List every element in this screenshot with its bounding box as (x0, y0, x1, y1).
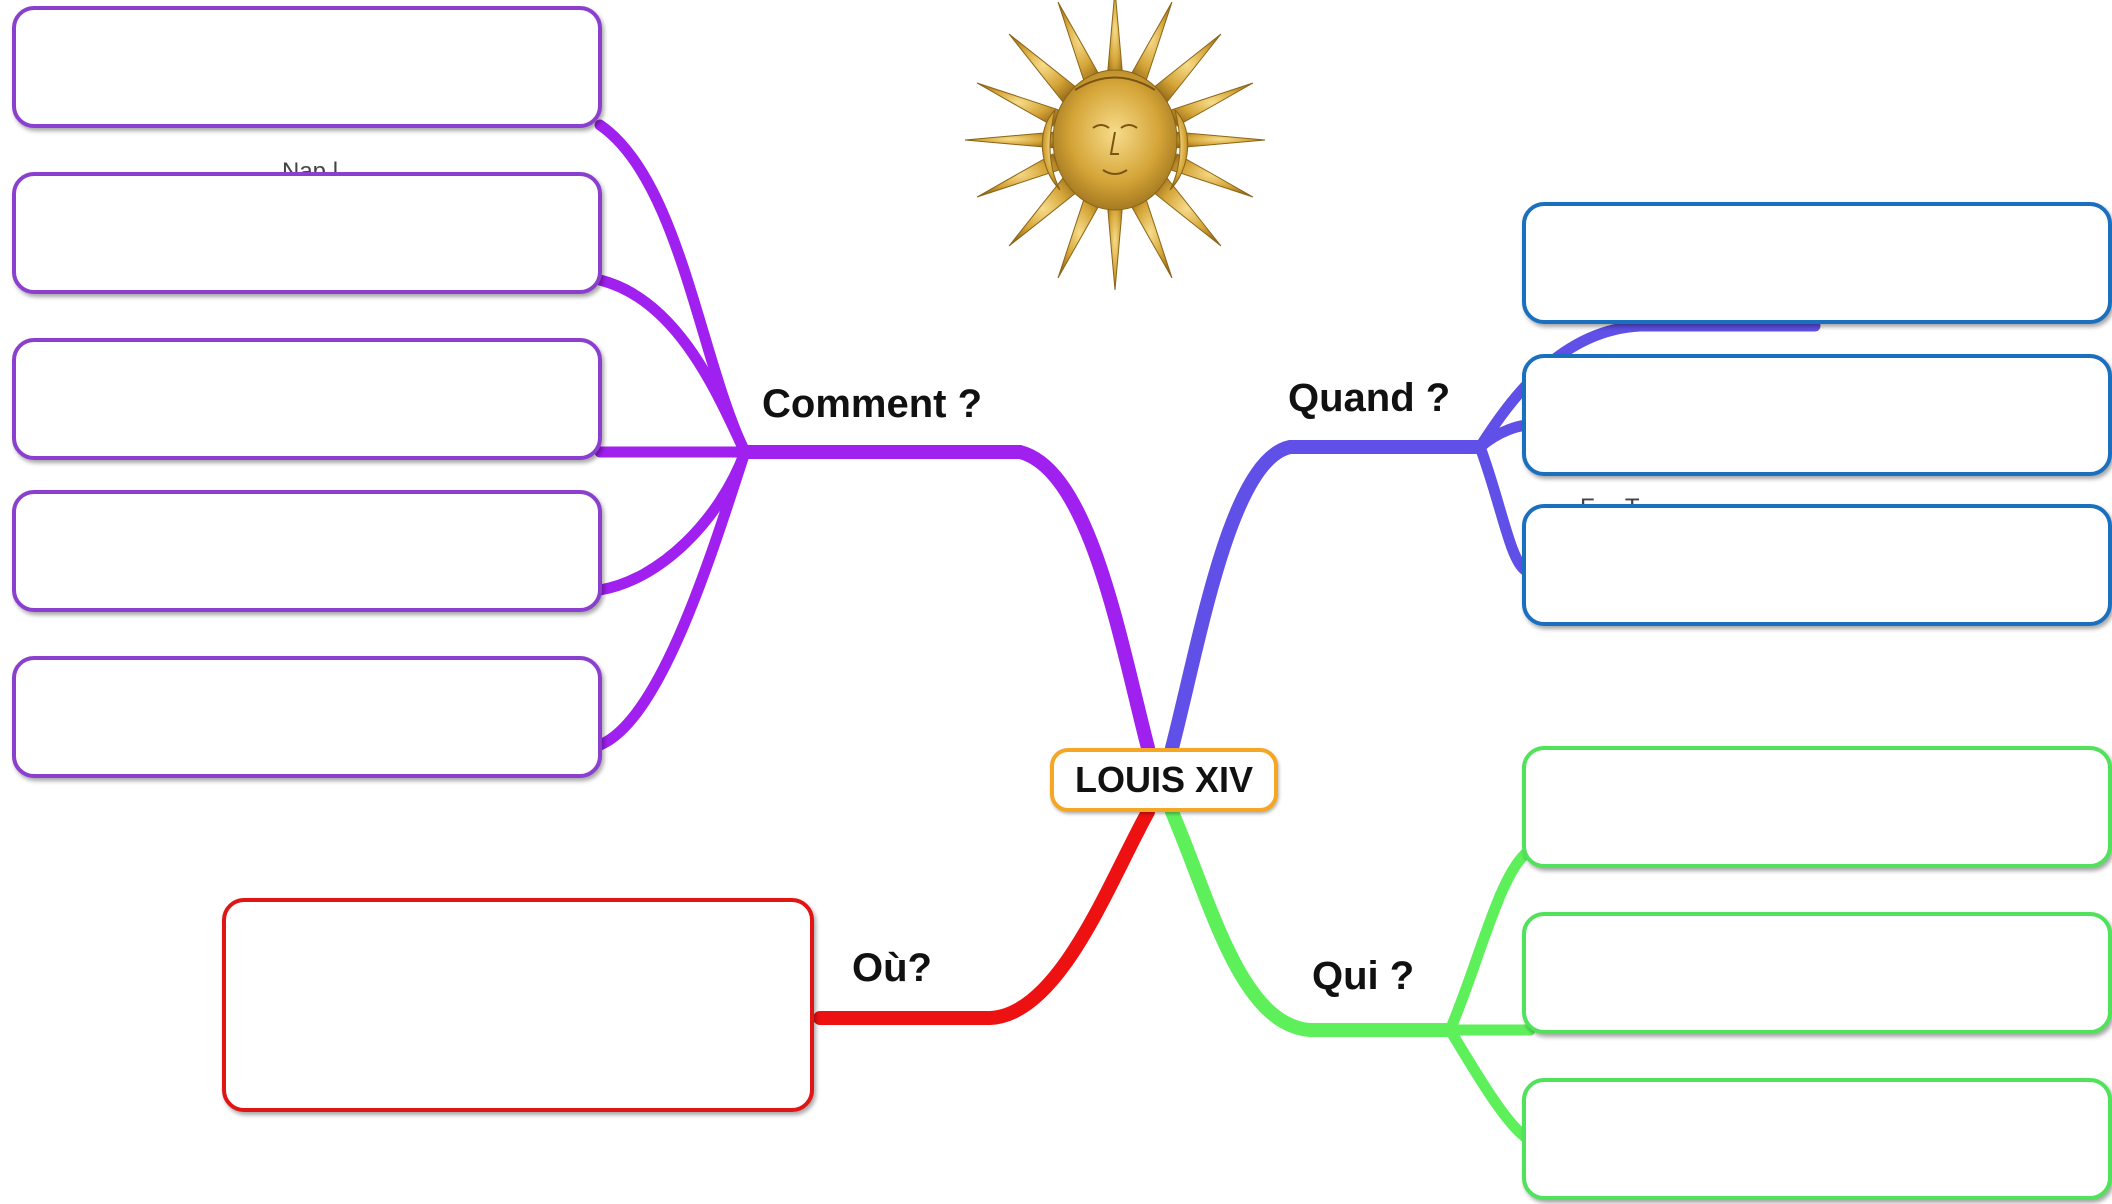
comment-answer-box-1[interactable] (12, 6, 602, 128)
quand-answer-box-2[interactable] (1522, 354, 2112, 476)
branch-line-quand (1165, 440, 1487, 755)
branch-label-comment: Comment ? (762, 382, 982, 426)
branch-line-qui (1165, 805, 1457, 1037)
quand-answer-box-3[interactable] (1522, 504, 2112, 626)
comment-answer-box-5[interactable] (12, 656, 602, 778)
central-topic-node[interactable]: LOUIS XIV (1050, 748, 1278, 812)
branch-label-quand: Quand ? (1288, 376, 1451, 420)
qui-answer-box-1[interactable] (1522, 746, 2112, 868)
branch-label-qui: Qui ? (1312, 954, 1415, 998)
central-topic-label: LOUIS XIV (1074, 759, 1254, 800)
branch-line-ou (813, 805, 1155, 1025)
branch-label-ou: Où? (852, 946, 932, 990)
comment-answer-box-2[interactable] (12, 172, 602, 294)
comment-answer-box-4[interactable] (12, 490, 602, 612)
qui-sub-branches (1444, 844, 1536, 1146)
ou-answer-box[interactable] (222, 898, 814, 1112)
branch-line-comment (738, 445, 1155, 755)
comment-answer-box-3[interactable] (12, 338, 602, 460)
qui-answer-box-2[interactable] (1522, 912, 2112, 1034)
quand-answer-box-1[interactable] (1522, 202, 2112, 324)
comment-sub-branches (594, 119, 751, 751)
qui-answer-box-3[interactable] (1522, 1078, 2112, 1200)
sun-king-emblem-image (955, 0, 1275, 300)
